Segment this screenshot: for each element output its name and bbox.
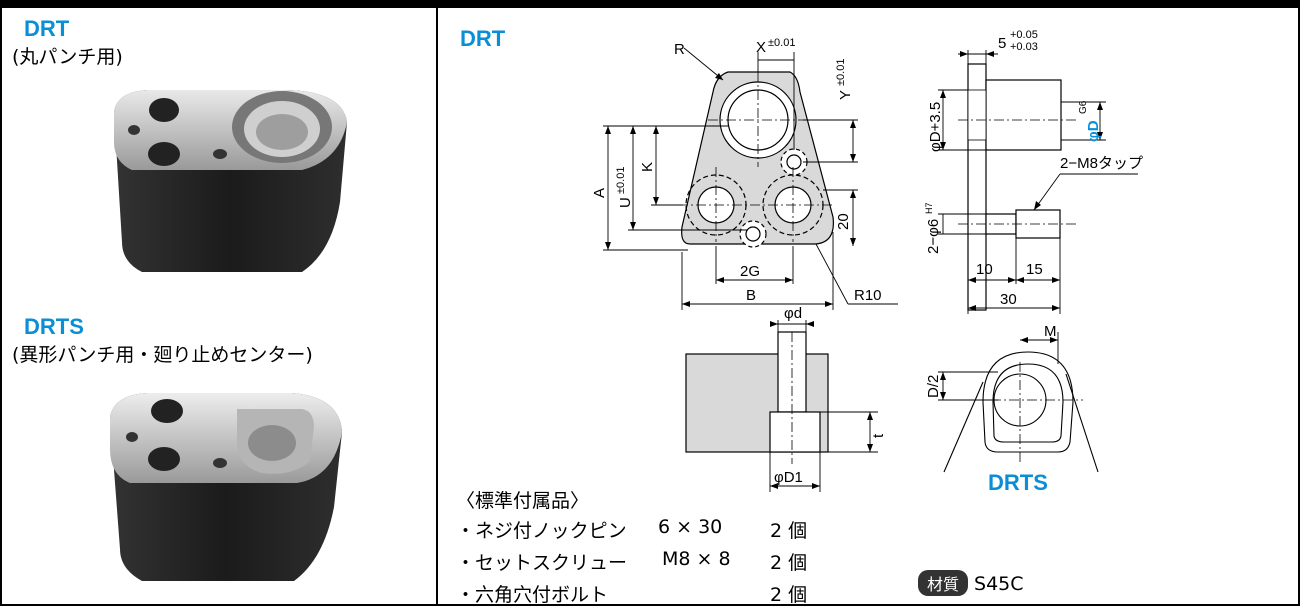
label-R10: R10 <box>854 287 882 304</box>
accessory-name: ・六角穴付ボルト <box>456 584 609 606</box>
label-phiD: φD <box>1085 120 1102 142</box>
drts-photo <box>110 393 342 581</box>
label-30: 30 <box>1000 291 1017 308</box>
drawing-title: DRT <box>460 26 506 51</box>
label-phid: φd <box>784 305 802 322</box>
label-phiD1: φD1 <box>774 469 803 486</box>
drt-photo <box>114 90 347 272</box>
label-Y-tol: ±0.01 <box>835 59 847 86</box>
label-A: A <box>591 188 608 198</box>
label-Y: Y <box>837 90 854 100</box>
drt-title: DRT <box>24 16 70 41</box>
accessory-qty: 2 個 <box>770 584 808 606</box>
accessory-size: M8 × 8 <box>662 548 731 570</box>
accessory-qty: 2 個 <box>770 520 808 542</box>
label-2G: 2G <box>740 263 760 280</box>
label-R: R <box>674 41 685 58</box>
label-X-tol: ±0.01 <box>768 37 795 49</box>
label-15: 15 <box>1026 261 1043 278</box>
material-value: S45C <box>974 573 1024 595</box>
label-20: 20 <box>835 213 852 230</box>
label-X: X <box>756 39 766 56</box>
label-5: 5 <box>998 35 1006 52</box>
panel-divider <box>436 2 438 604</box>
accessory-size: 6 × 30 <box>658 516 723 538</box>
label-D2: D/2 <box>925 375 942 398</box>
accessory-name: ・セットスクリュー <box>456 552 628 574</box>
label-K: K <box>639 162 656 172</box>
top-bar <box>2 2 1298 8</box>
drawing-panel: DRT <box>438 2 1300 606</box>
technical-drawing: R X ±0.01 Y ±0.01 A U ±0.01 K 20 2G B R1… <box>591 29 1143 492</box>
accessory-qty: 2 個 <box>770 552 808 574</box>
label-U-tol: ±0.01 <box>615 167 627 194</box>
accessories-heading: 〈標準付属品〉 <box>456 490 590 512</box>
label-B: B <box>746 287 756 304</box>
label-phi6: 2−φ6 <box>925 219 942 254</box>
material-badge: 材質 <box>918 570 969 596</box>
label-U: U <box>617 197 634 208</box>
label-5-tol-up: +0.05 <box>1010 29 1038 41</box>
drts-subtitle: (異形パンチ用・廻り止めセンター) <box>12 344 313 366</box>
label-tap: 2−M8タップ <box>1060 155 1143 172</box>
label-M: M <box>1044 323 1057 340</box>
label-phiD35: φD+3.5 <box>927 102 944 152</box>
label-phiD-tol: G6 <box>1078 100 1089 114</box>
drts-view-label: DRTS <box>988 470 1048 495</box>
left-panel: DRT (丸パンチ用) DRTS (異形パンチ用・廻り止めセンター) <box>2 2 436 604</box>
label-t: t <box>870 433 887 438</box>
drts-title: DRTS <box>24 314 84 339</box>
label-5-tol-dn: +0.03 <box>1010 41 1038 53</box>
drt-subtitle: (丸パンチ用) <box>12 46 123 68</box>
label-phi6-tol: H7 <box>924 202 934 214</box>
accessory-name: ・ネジ付ノックピン <box>456 520 627 542</box>
label-10: 10 <box>976 261 993 278</box>
